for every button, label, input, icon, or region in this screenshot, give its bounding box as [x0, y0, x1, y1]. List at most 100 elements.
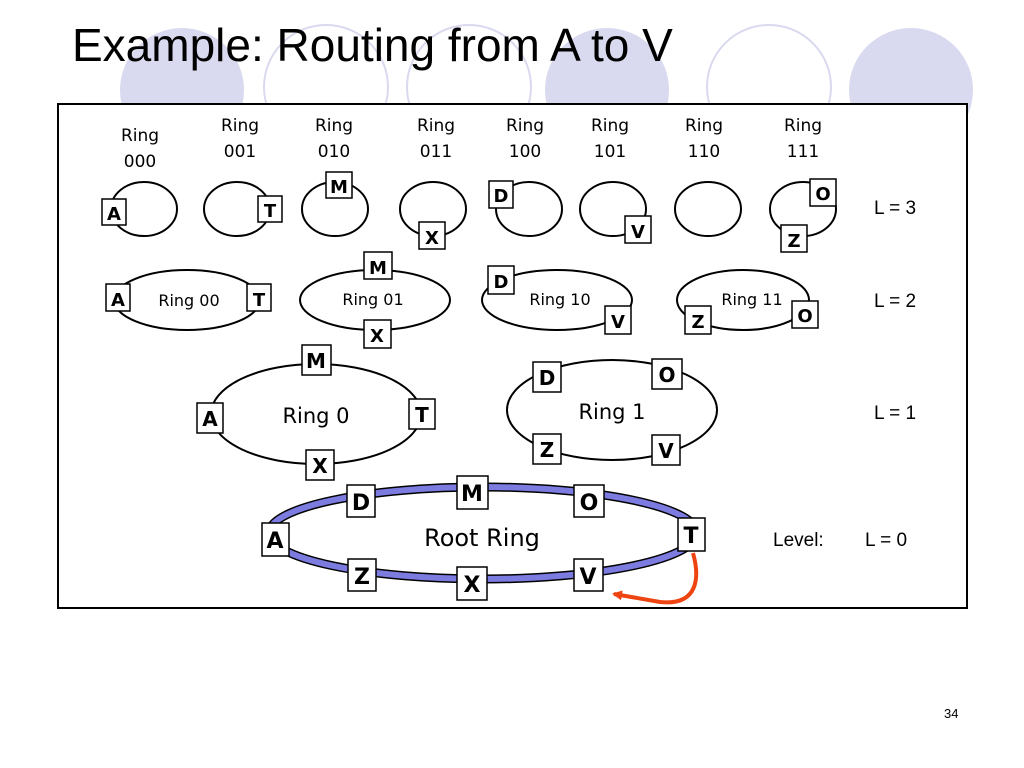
node-a-l3: A — [101, 198, 127, 226]
level3-ring-001-label: Ring — [221, 116, 259, 136]
svg-text:X: X — [312, 454, 328, 478]
node-z-l3: Z — [780, 224, 808, 253]
node-z-l1: Z — [532, 433, 562, 465]
ring-1-label: Ring 1 — [578, 400, 645, 424]
level3-ring-111-label: Ring — [784, 116, 822, 136]
svg-text:Z: Z — [540, 438, 555, 462]
svg-text:A: A — [107, 204, 121, 225]
svg-text:A: A — [111, 290, 125, 311]
level3-ring-001-code: 001 — [224, 142, 256, 162]
level3-ring-111-code: 111 — [787, 142, 819, 162]
svg-text:O: O — [815, 184, 830, 205]
node-v-l3: V — [624, 215, 652, 244]
node-d-l3: D — [488, 180, 514, 209]
level3-ring-010-code: 010 — [318, 142, 350, 162]
node-t-l0: T — [677, 517, 706, 552]
node-a-l0: A — [261, 522, 290, 557]
node-t-l1: T — [408, 398, 436, 430]
svg-text:X: X — [425, 228, 439, 249]
svg-text:V: V — [658, 439, 674, 463]
svg-text:T: T — [415, 403, 429, 427]
level3-ring-100-label: Ring — [506, 116, 544, 136]
svg-text:X: X — [464, 573, 481, 598]
node-d-l1: D — [532, 361, 562, 393]
node-a-l2: A — [105, 283, 131, 312]
node-o-l0: O — [573, 484, 605, 518]
svg-text:D: D — [352, 491, 370, 516]
svg-text:Z: Z — [691, 312, 704, 333]
svg-text:D: D — [494, 272, 509, 293]
level1-label: L = 1 — [874, 403, 916, 424]
level2-label: L = 2 — [874, 291, 916, 312]
node-a-l1: A — [196, 402, 224, 434]
level3-ring-010-label: Ring — [315, 116, 353, 136]
ring-110-ellipse — [674, 181, 742, 237]
node-m-l3: M — [325, 171, 353, 199]
root-ring-label: Root Ring — [424, 524, 540, 552]
svg-text:O: O — [797, 306, 812, 327]
route-arrow-t-to-v — [612, 552, 699, 605]
svg-text:X: X — [370, 326, 384, 347]
svg-text:Z: Z — [787, 231, 800, 252]
node-d-l0: D — [346, 484, 376, 518]
node-m-l1: M — [301, 344, 332, 376]
node-t-l3: T — [257, 195, 283, 223]
level3-rings — [110, 181, 837, 237]
level3-ring-labels: Ring 000 Ring 001 Ring 010 Ring 011 Ring… — [121, 116, 822, 172]
ring-10-ellipse — [481, 269, 633, 331]
node-x-l3: X — [418, 221, 446, 250]
slide-title: Example: Routing from A to V — [72, 19, 673, 71]
ring-00-label: Ring 00 — [158, 291, 219, 310]
svg-text:M: M — [306, 349, 326, 373]
svg-text:V: V — [611, 312, 625, 333]
level3-ring-100-code: 100 — [509, 142, 541, 162]
node-m-l2: M — [363, 251, 393, 280]
svg-text:Z: Z — [354, 565, 370, 590]
node-o-l1: O — [651, 358, 683, 390]
ring-01-label: Ring 01 — [342, 290, 403, 309]
svg-text:V: V — [631, 222, 645, 243]
svg-text:M: M — [330, 177, 348, 198]
level3-ring-011-code: 011 — [420, 142, 452, 162]
level3-ring-000-label: Ring — [121, 126, 159, 146]
node-m-l0: M — [456, 475, 489, 510]
node-z-l0: Z — [347, 558, 377, 592]
node-v-l2: V — [604, 305, 632, 335]
level3-ring-110-label: Ring — [685, 116, 723, 136]
node-t-l2: T — [246, 283, 272, 312]
node-x-l2: X — [363, 319, 392, 349]
node-v-l1: V — [651, 434, 681, 466]
node-d-l2: D — [487, 265, 515, 295]
svg-text:T: T — [253, 290, 266, 311]
svg-text:D: D — [494, 186, 509, 207]
level0-label: L = 0 — [865, 530, 907, 551]
svg-text:O: O — [658, 363, 675, 387]
node-o-l2: O — [791, 300, 819, 329]
ring-11-label: Ring 11 — [721, 290, 782, 309]
ring-0-label: Ring 0 — [282, 404, 349, 428]
svg-text:D: D — [539, 366, 556, 390]
svg-text:A: A — [202, 407, 218, 431]
svg-text:A: A — [266, 529, 283, 554]
node-z-l2: Z — [684, 305, 712, 335]
node-x-l1: X — [305, 449, 335, 481]
level0-word: Level: — [773, 530, 824, 551]
svg-text:O: O — [580, 491, 599, 516]
svg-text:T: T — [683, 524, 698, 549]
node-x-l0: X — [456, 566, 488, 601]
level3-ring-101-label: Ring — [591, 116, 629, 136]
level3-ring-000-code: 000 — [124, 152, 156, 172]
svg-text:M: M — [461, 482, 483, 507]
svg-text:T: T — [264, 201, 277, 222]
ring-10-label: Ring 10 — [529, 290, 590, 309]
level3-ring-011-label: Ring — [417, 116, 455, 136]
svg-text:V: V — [579, 565, 596, 590]
svg-text:M: M — [369, 258, 387, 279]
level3-label: L = 3 — [874, 198, 916, 219]
page-number: 34 — [944, 706, 959, 721]
level3-ring-101-code: 101 — [594, 142, 626, 162]
node-o-l3: O — [809, 178, 837, 207]
node-v-l0: V — [573, 558, 604, 592]
level3-ring-110-code: 110 — [688, 142, 720, 162]
